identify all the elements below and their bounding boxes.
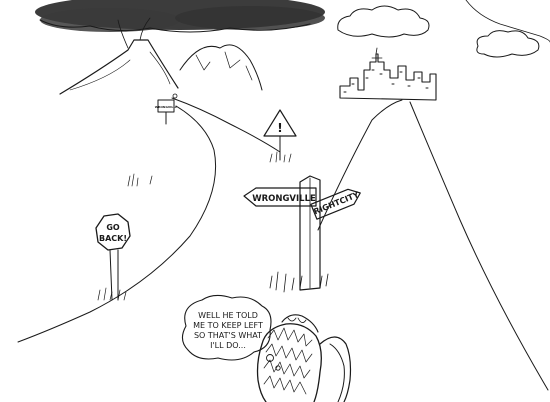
confused-person (256, 314, 352, 402)
storm-cloud (35, 0, 325, 33)
thought-line-1: WELL HE TOLD (198, 311, 258, 320)
warning-symbol: ! (277, 121, 282, 135)
go-back-line2: BACK! (99, 234, 127, 243)
volcano-mountain (59, 17, 179, 95)
road-to-right-city (317, 99, 549, 391)
go-back-sign: GO BACK! (95, 213, 131, 301)
clouds-right (337, 0, 550, 58)
small-sign-text: WRONGVILLE (155, 105, 177, 109)
winding-road (17, 97, 281, 343)
signpost: WRONGVILLE RIGHTCITY (243, 175, 361, 291)
thought-bubble: WELL HE TOLD ME TO KEEP LEFT SO THAT'S W… (181, 294, 281, 371)
warning-sign: ! (263, 109, 297, 163)
thought-line-4: I'LL DO... (210, 341, 246, 350)
right-city-skyline (339, 47, 437, 101)
thought-line-2: ME TO KEEP LEFT (193, 321, 263, 330)
rock-formation (179, 44, 263, 91)
thought-line-3: SO THAT'S WHAT (194, 331, 262, 340)
small-wrongville-sign: WRONGVILLE (155, 93, 178, 125)
wrongville-label: WRONGVILLE (252, 194, 316, 204)
go-back-line1: GO (106, 223, 120, 232)
grass-tufts (97, 173, 329, 301)
